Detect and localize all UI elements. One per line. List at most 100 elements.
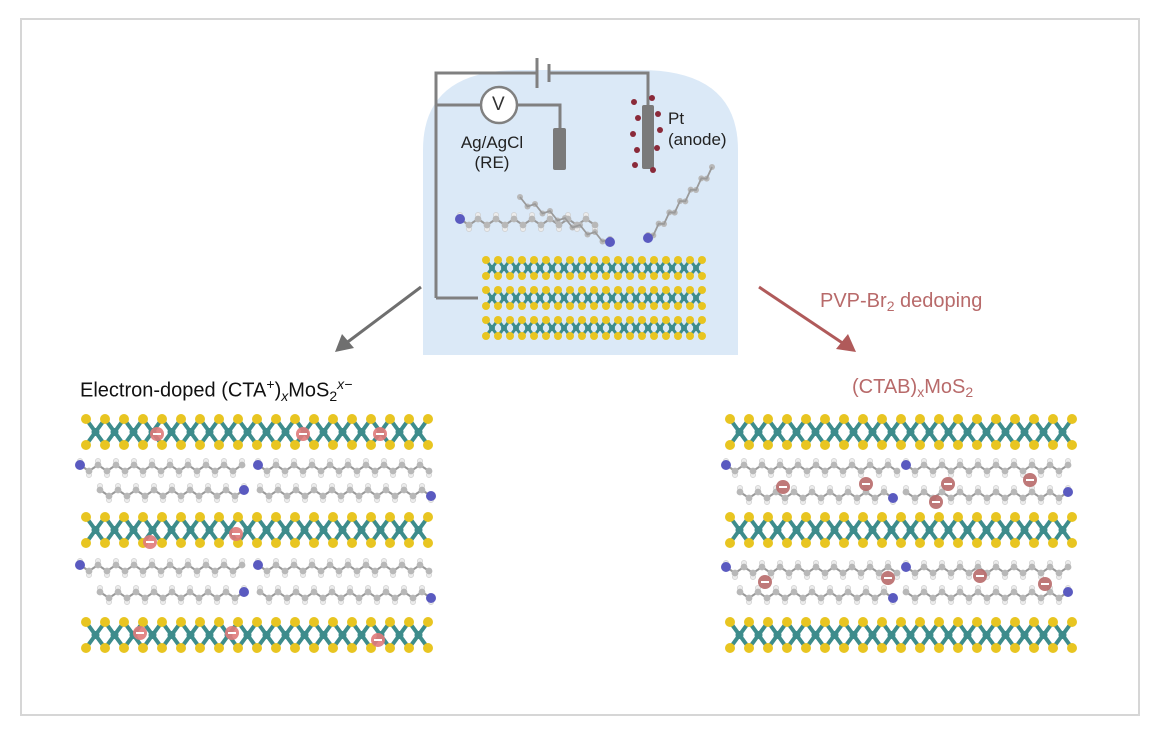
carbon-atom: [283, 492, 291, 500]
molybdenum-atom: [669, 265, 675, 271]
sulfur-atom: [233, 617, 243, 627]
carbon-atom: [947, 467, 955, 475]
carbon-atom: [992, 563, 1000, 571]
carbon-atom: [826, 588, 834, 596]
molybdenum-atom: [110, 428, 119, 436]
sulfur-atom: [542, 302, 550, 310]
molybdenum-atom: [887, 526, 896, 534]
carbon-atom: [839, 569, 847, 577]
molybdenum-atom: [681, 295, 687, 301]
bromide-ion: [929, 495, 943, 509]
carbon-atom: [94, 561, 102, 569]
sulfur-atom: [81, 414, 91, 424]
electron-charge: [143, 535, 157, 549]
nitrogen-head: [75, 460, 85, 470]
sulfur-atom: [195, 414, 205, 424]
sulfur-atom: [896, 414, 906, 424]
carbon-atom: [353, 567, 361, 575]
sulfur-atom: [119, 538, 129, 548]
carbon-atom: [263, 467, 271, 475]
molybdenum-atom: [300, 526, 309, 534]
carbon-atom: [283, 594, 291, 602]
sulfur-atom: [590, 316, 598, 324]
molybdenum-atom: [633, 295, 639, 301]
sulfur-atom: [81, 538, 91, 548]
carbon-atom: [1037, 467, 1045, 475]
sulfur-atom: [801, 512, 811, 522]
carbon-atom: [938, 563, 946, 571]
nitrogen-head: [455, 214, 465, 224]
molybdenum-atom: [963, 631, 972, 639]
sulfur-atom: [100, 617, 110, 627]
carbon-atom: [150, 486, 158, 494]
sulfur-atom: [347, 512, 357, 522]
chain-backbone: [519, 196, 611, 243]
sulfur-atom: [578, 332, 586, 340]
gas-bubble: [649, 95, 655, 101]
sulfur-atom: [934, 538, 944, 548]
carbon-atom: [175, 467, 183, 475]
electron-charge: [296, 427, 310, 441]
sulfur-atom: [877, 414, 887, 424]
carbon-atom: [193, 567, 201, 575]
pt-anode-electrode: [642, 105, 654, 169]
sulfur-atom: [896, 538, 906, 548]
carbon-atom: [920, 563, 928, 571]
molybdenum-atom: [982, 428, 991, 436]
sulfur-atom: [271, 440, 281, 450]
molybdenum-atom: [91, 631, 100, 639]
molybdenum-atom: [906, 631, 915, 639]
carbon-atom: [965, 467, 973, 475]
sulfur-atom: [820, 440, 830, 450]
sulfur-atom: [214, 414, 224, 424]
sulfur-atom: [763, 617, 773, 627]
sulfur-atom: [554, 302, 562, 310]
carbon-atom: [1019, 569, 1027, 577]
sulfur-atom: [138, 643, 148, 653]
electron-charge: [150, 427, 164, 441]
sulfur-atom: [934, 617, 944, 627]
sulfur-atom: [626, 272, 634, 280]
carbon-atom: [1046, 588, 1054, 596]
molybdenum-atom: [609, 295, 615, 301]
molybdenum-atom: [319, 526, 328, 534]
sulfur-atom: [385, 440, 395, 450]
carbon-atom: [736, 488, 744, 496]
molybdenum-atom: [243, 526, 252, 534]
sulfur-atom: [782, 538, 792, 548]
sulfur-atom: [214, 512, 224, 522]
sulfur-atom: [638, 316, 646, 324]
molybdenum-atom: [513, 265, 519, 271]
carbon-atom: [902, 588, 910, 596]
carbon-atom: [96, 588, 104, 596]
carbon-atom: [112, 561, 120, 569]
carbon-atom: [364, 588, 372, 596]
carbon-atom: [582, 215, 590, 223]
molybdenum-atom: [597, 295, 603, 301]
sulfur-atom: [744, 440, 754, 450]
carbon-atom: [121, 567, 129, 575]
molybdenum-atom: [735, 428, 744, 436]
sulfur-atom: [614, 272, 622, 280]
carbon-atom: [353, 467, 361, 475]
carbon-atom: [947, 594, 955, 602]
carbon-atom: [337, 594, 345, 602]
mos2-layer: [81, 414, 433, 450]
sulfur-atom: [915, 538, 925, 548]
voltmeter-icon: [479, 85, 519, 125]
dedoping-text: PVP-Br: [820, 290, 887, 312]
carbon-atom: [371, 467, 379, 475]
sulfur-atom: [839, 643, 849, 653]
carbon-atom: [844, 488, 852, 496]
carbon-atom: [974, 488, 982, 496]
sulfur-atom: [763, 440, 773, 450]
sulfur-atom: [328, 440, 338, 450]
carbon-atom: [803, 467, 811, 475]
mos2-layer: [81, 617, 433, 653]
carbon-atom: [389, 567, 397, 575]
sulfur-atom: [252, 538, 262, 548]
sulfur-atom: [820, 643, 830, 653]
carbon-atom: [202, 461, 210, 469]
carbon-atom: [781, 594, 789, 602]
sulfur-atom: [1048, 414, 1058, 424]
